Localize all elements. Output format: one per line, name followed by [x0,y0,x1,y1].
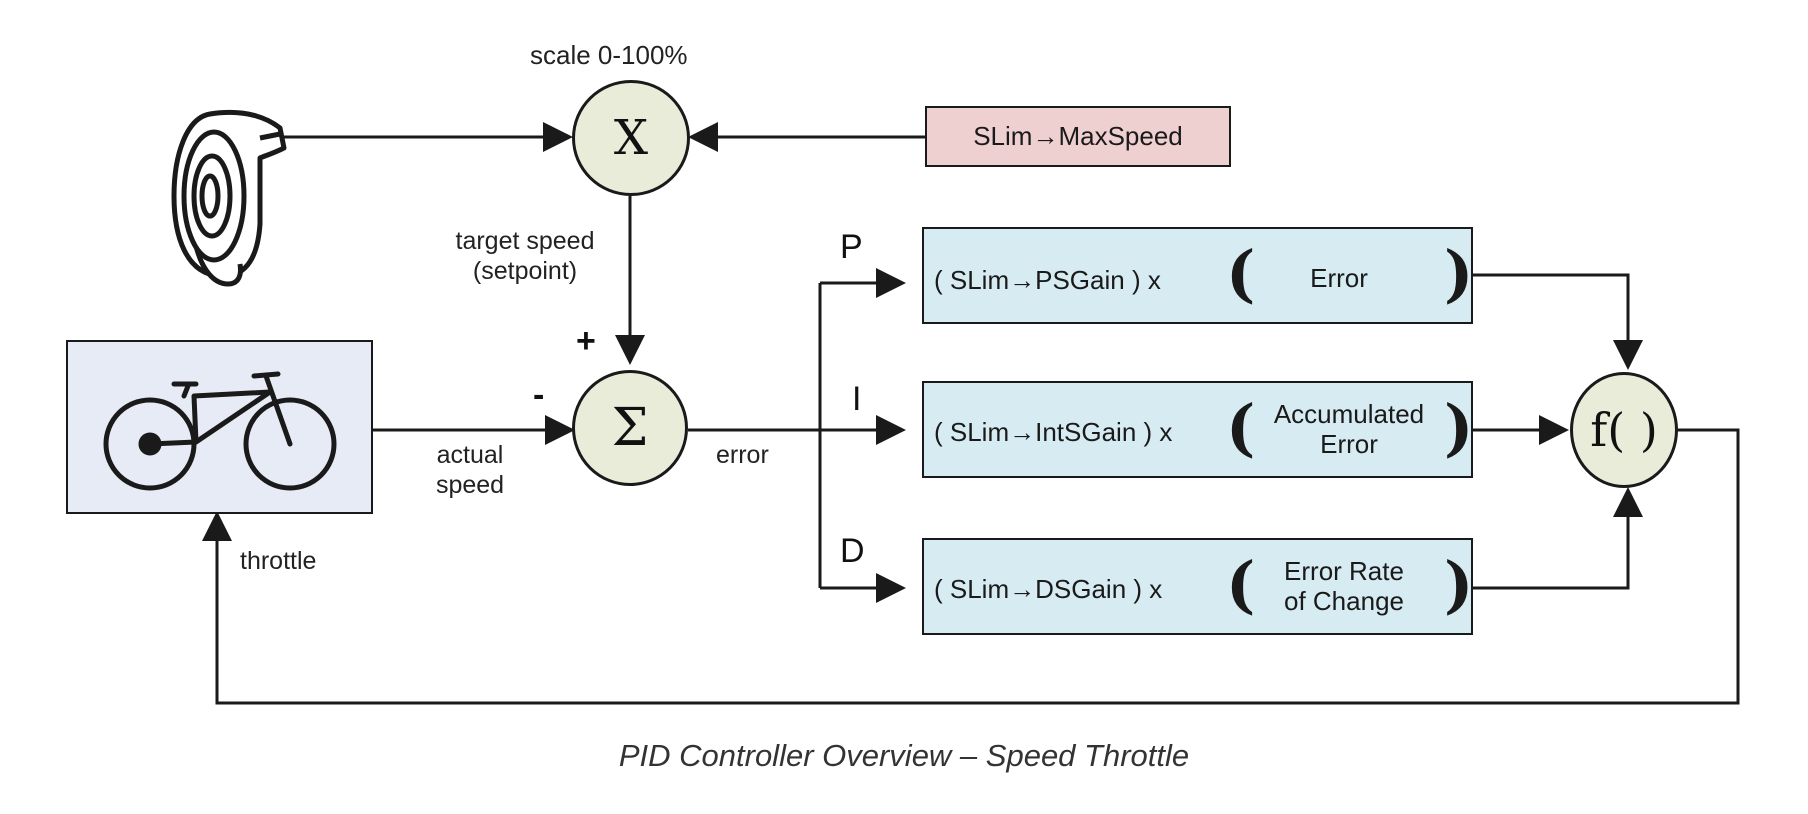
target-speed-label: target speed (setpoint) [430,226,620,286]
actual-speed-line1: actual [436,441,504,469]
throttle-label: throttle [240,547,317,575]
figure-caption: PID Controller Overview – Speed Throttle [618,738,1190,773]
i-gain-box: ( SLim→IntSGain ) x ( Accumulated Error … [922,381,1473,478]
d-operand-line1: Error Rate [1284,556,1404,586]
sum-symbol: Σ [611,398,649,458]
plus-sign: + [576,322,596,360]
plant-box [66,340,373,514]
actual-speed-line2: speed [435,471,505,499]
d-term-letter: D [840,532,865,570]
p-operand: Error [1310,263,1368,293]
target-speed-line2: (setpoint) [472,257,578,285]
max-speed-text: SLim→MaxSpeed [973,121,1183,151]
d-gain-box: ( SLim→DSGain ) x ( Error Rate of Change… [922,538,1473,635]
i-close-paren: ) [1444,391,1474,464]
p-open-paren: ( [1226,237,1256,310]
i-gain-text: ( SLim→IntSGain ) x [934,417,1173,447]
d-close-paren: ) [1444,548,1474,621]
sum-node: Σ [572,370,688,486]
i-term-letter: I [852,380,862,418]
function-node: f( ) [1570,372,1678,488]
p-gain-box: ( SLim→PSGain ) x ( Error ) [922,227,1473,324]
minus-sign: - [533,376,545,414]
bicycle-icon [103,371,337,491]
d-operand: Error Rate of Change [1254,556,1434,616]
p-term-letter: P [840,228,863,266]
i-operand-line2: Error [1320,429,1378,459]
throttle-grip-icon [171,109,287,287]
max-speed-box: SLim→MaxSpeed [925,106,1231,167]
error-label: error [716,441,769,469]
target-speed-line1: target speed [455,227,595,255]
i-operand-line1: Accumulated [1273,399,1425,429]
p-gain-text: ( SLim→PSGain ) x [934,265,1161,295]
function-symbol: f( ) [1590,403,1658,457]
p-close-paren: ) [1444,237,1474,310]
d-operand-line2: of Change [1284,586,1404,616]
multiply-node: X [572,80,690,196]
actual-speed-label: actual speed [410,440,530,500]
feedback-line [202,428,1740,705]
i-open-paren: ( [1226,391,1256,464]
p-to-f-line [1473,273,1643,370]
scale-label: scale 0-100% [530,40,688,70]
multiply-symbol: X [613,110,649,166]
d-gain-text: ( SLim→DSGain ) x [934,574,1163,604]
d-to-f-line [1473,487,1643,590]
d-open-paren: ( [1226,548,1256,621]
i-operand: Accumulated Error [1254,399,1444,459]
